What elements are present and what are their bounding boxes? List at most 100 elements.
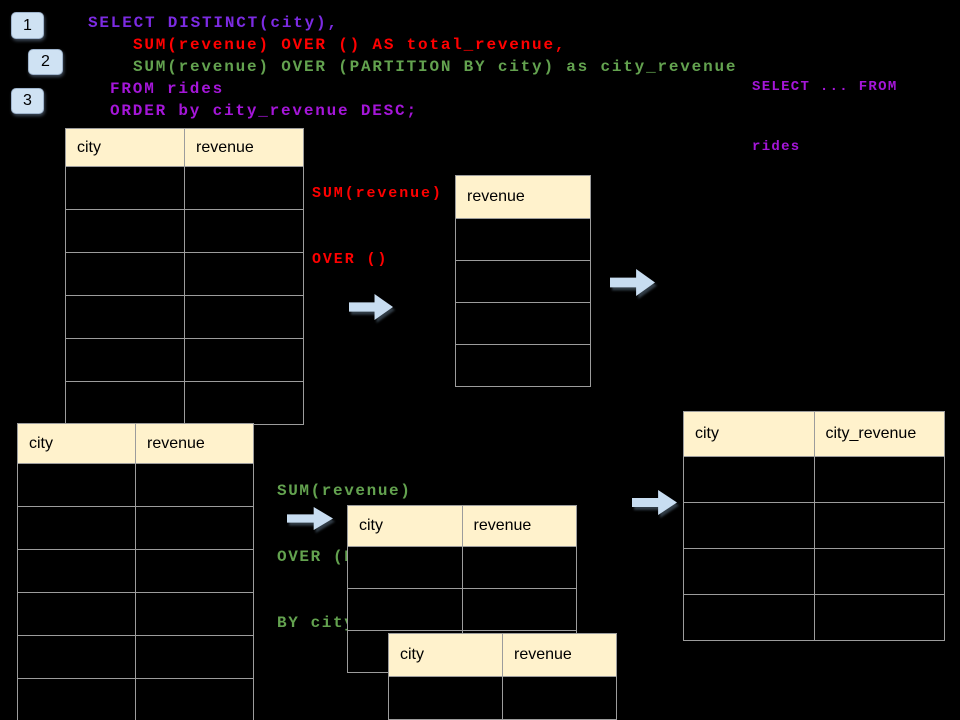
column-header: city_revenue — [813, 411, 945, 457]
table-row — [65, 252, 304, 296]
table-cell-empty — [17, 678, 136, 720]
table-cell-empty — [65, 338, 185, 382]
column-header: city — [65, 128, 185, 167]
table-row — [455, 218, 591, 261]
table-row — [455, 302, 591, 345]
table-cell-empty — [683, 502, 815, 549]
table-row — [65, 209, 304, 253]
table-row — [388, 676, 617, 720]
table-cell-empty — [347, 546, 463, 589]
table-row — [17, 635, 254, 679]
annotation-line: SUM(revenue) — [312, 185, 443, 202]
step-badge-2: 2 — [28, 49, 63, 75]
side-note-select-from-rides: SELECT ... FROM rides — [752, 37, 898, 197]
arrow-right-icon — [632, 490, 677, 515]
step-badge-label: 3 — [23, 92, 32, 109]
table-row — [683, 594, 945, 641]
annotation-total-revenue: SUM(revenue) OVER () — [312, 139, 443, 315]
table-cell-empty — [135, 506, 254, 550]
flow-arrow-right-icon — [287, 507, 333, 530]
table-row — [65, 166, 304, 210]
table-cell-empty — [17, 506, 136, 550]
table-cell-empty — [813, 594, 945, 641]
table-row — [17, 463, 254, 507]
table-cell-empty — [65, 166, 185, 210]
table-row — [347, 546, 577, 589]
table-cell-empty — [388, 676, 503, 720]
sql-line-order: ORDER by city_revenue DESC; — [110, 102, 418, 120]
annotation-line: SUM(revenue) — [277, 482, 412, 500]
table-cell-empty — [347, 588, 463, 631]
table-cell-empty — [17, 463, 136, 507]
table-cell-empty — [135, 463, 254, 507]
column-header: city — [388, 633, 503, 677]
table-cell-empty — [184, 338, 304, 382]
step-badge-3: 3 — [11, 88, 44, 114]
table-cell-empty — [184, 252, 304, 296]
table-cell-empty — [17, 635, 136, 679]
table-cell-empty — [17, 549, 136, 593]
table-cell-empty — [65, 252, 185, 296]
table-cell-empty — [184, 166, 304, 210]
table-row — [683, 548, 945, 595]
sql-line-sum-partition: SUM(revenue) OVER (PARTITION BY city) as… — [133, 58, 738, 76]
table-cell-empty — [813, 456, 945, 503]
table-row — [683, 456, 945, 503]
step-badge-label: 1 — [23, 16, 32, 34]
table-cell-empty — [683, 456, 815, 503]
column-header: revenue — [461, 505, 577, 547]
arrow-right-icon — [287, 507, 333, 530]
table-cell-empty — [683, 594, 815, 641]
arrow-right-icon — [610, 269, 655, 296]
table-row — [65, 381, 304, 425]
step-badge-label: 2 — [41, 53, 50, 70]
table-cell-empty — [135, 678, 254, 720]
table-cell-empty — [455, 260, 591, 303]
table-row — [17, 678, 254, 720]
table-cell-empty — [813, 548, 945, 595]
table-row — [17, 549, 254, 593]
table-cell-empty — [135, 592, 254, 636]
step-badge-1: 1 — [11, 12, 44, 39]
table-row — [683, 502, 945, 549]
table-cell-empty — [135, 635, 254, 679]
table-cell-empty — [455, 344, 591, 387]
table-cell-empty — [455, 302, 591, 345]
table-cell-empty — [135, 549, 254, 593]
column-header: city — [17, 423, 136, 464]
sql-line-select: SELECT DISTINCT(city), — [88, 14, 339, 32]
annotation-line: OVER () — [312, 251, 389, 268]
table-row — [455, 260, 591, 303]
table-row — [17, 506, 254, 550]
sql-line-sum-total: SUM(revenue) OVER () AS total_revenue, — [133, 36, 567, 54]
table-cell-empty — [455, 218, 591, 261]
table-row — [455, 344, 591, 387]
flow-arrow-right-icon — [349, 294, 393, 320]
column-header: revenue — [502, 633, 617, 677]
table-cell-empty — [683, 548, 815, 595]
column-header: revenue — [184, 128, 304, 167]
table-cell-empty — [65, 295, 185, 339]
column-header: revenue — [455, 175, 591, 219]
table-cell-empty — [184, 381, 304, 425]
table-row — [347, 588, 577, 631]
table-cell-empty — [65, 209, 185, 253]
flow-arrow-right-icon — [632, 490, 677, 515]
table-cell-empty — [65, 381, 185, 425]
table-cell-empty — [184, 295, 304, 339]
column-header: revenue — [135, 423, 254, 464]
column-header: city — [683, 411, 815, 457]
table-cell-empty — [461, 588, 577, 631]
table-row — [65, 338, 304, 382]
column-header: city — [347, 505, 463, 547]
table-total-revenue-result: revenue — [455, 175, 591, 387]
table-cell-empty — [461, 546, 577, 589]
sql-line-from: FROM rides — [110, 80, 225, 98]
flow-arrow-right-icon — [610, 269, 655, 296]
table-row — [65, 295, 304, 339]
